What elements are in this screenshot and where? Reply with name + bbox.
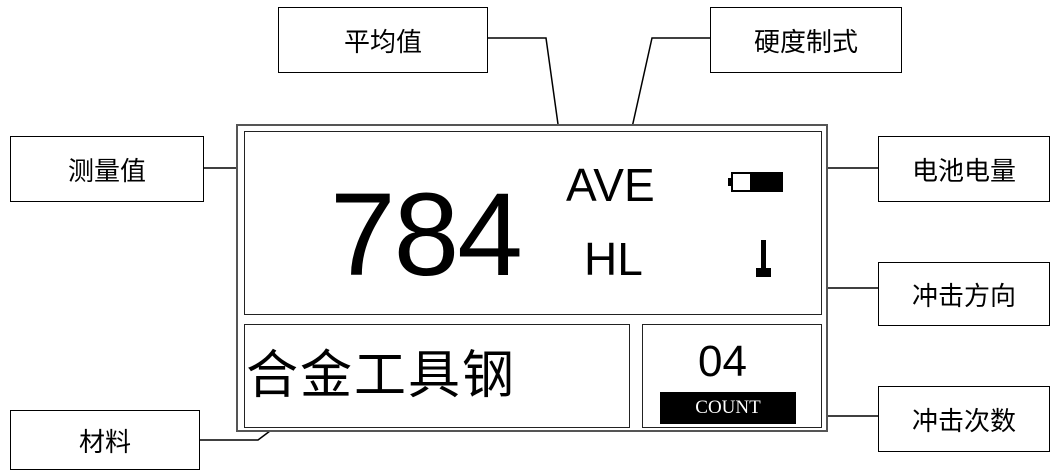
main-panel — [244, 131, 822, 315]
callout-impact-count: 冲击次数 — [878, 386, 1050, 452]
callout-impact-direction: 冲击方向 — [878, 262, 1050, 326]
impact-direction-icon — [756, 240, 771, 277]
count-label: COUNT — [660, 392, 796, 424]
callout-measured-value: 测量值 — [10, 136, 204, 202]
callout-battery: 电池电量 — [878, 136, 1050, 202]
hardness-scale: HL — [584, 233, 643, 285]
material-panel — [244, 324, 630, 428]
callout-hardness-scale: 硬度制式 — [710, 7, 902, 73]
measured-value: 784 — [330, 169, 523, 301]
material-value: 合金工具钢 — [246, 346, 517, 406]
battery-icon — [728, 172, 783, 192]
mode-indicator: AVE — [566, 159, 655, 211]
callout-average: 平均值 — [278, 7, 488, 73]
count-value: 04 — [698, 337, 747, 386]
callout-material: 材料 — [10, 410, 200, 470]
